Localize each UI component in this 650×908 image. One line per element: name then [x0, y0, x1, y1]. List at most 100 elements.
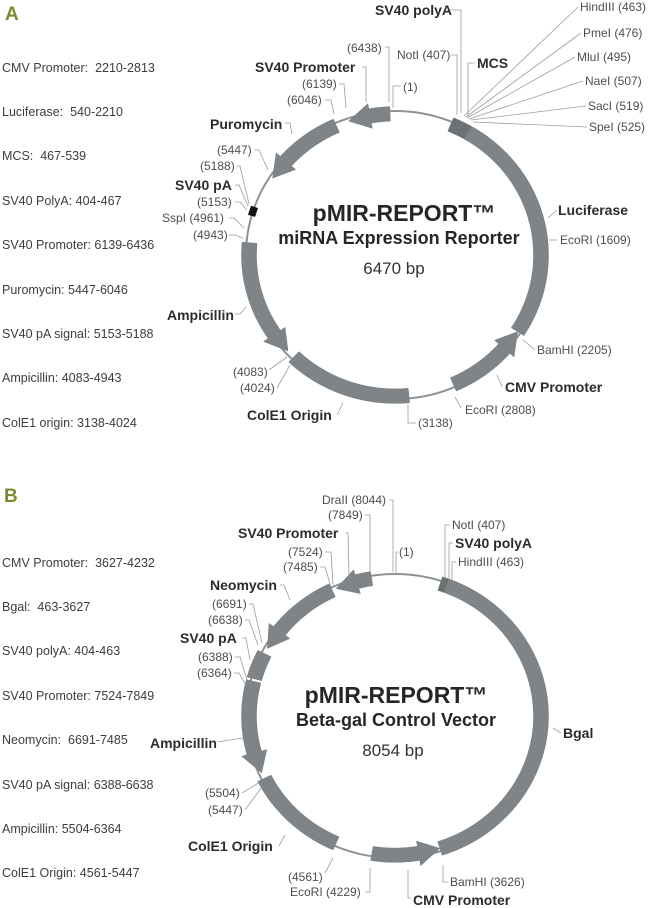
site-label-a-sspi: SspI (4961) — [162, 211, 225, 225]
panel-letter-a: A — [5, 4, 19, 25]
leader-lines-a — [229, 6, 588, 424]
feature-label-a-luciferase: Luciferase — [558, 202, 629, 218]
site-label-a-noti: NotI (407) — [397, 48, 451, 62]
feature-label-b-ampicillin: Ampicillin — [150, 735, 217, 751]
leader-b-6364 — [234, 672, 247, 686]
feature-label-a-puromycin: Puromycin — [210, 116, 283, 132]
feature-arc-sv40-promoter — [335, 569, 374, 594]
leader-a-naei — [468, 80, 584, 120]
site-label-b-5504: (5504) — [205, 786, 240, 800]
leader-a-noti — [451, 54, 458, 115]
legend-a-item: SV40 pA signal: 5153-5188 — [2, 326, 154, 341]
leader-a-sv40-polya — [447, 9, 462, 113]
leader-a-6046 — [325, 99, 335, 115]
leader-b-bgal — [552, 727, 562, 734]
legend-b-item: SV40 polyA: 404-463 — [2, 644, 121, 659]
leader-lines-b — [216, 499, 562, 899]
legend-a-item: CMV Promoter: 2210-2813 — [2, 60, 155, 75]
leader-b-sv40-promoter — [345, 532, 350, 579]
site-label-a-saci: SacI (519) — [588, 99, 644, 113]
site-label-a-mlui: MluI (495) — [577, 50, 632, 64]
legend-b-item: SV40 Promoter: 7524-7849 — [2, 688, 155, 703]
feature-label-b-sv40-promoter: SV40 Promoter — [238, 525, 339, 541]
site-label-b-noti: NotI (407) — [452, 518, 506, 532]
feature-arc-luciferase — [463, 126, 549, 336]
leader-a-ecori-2808 — [454, 396, 462, 409]
legend-a: CMV Promoter: 2210-2813 Luciferase: 540-… — [2, 31, 155, 445]
feature-arc-bgal — [437, 578, 549, 856]
map-b-size: 8054 bp — [362, 741, 424, 760]
leader-b-6638 — [245, 619, 259, 646]
site-label-b-ecori: EcoRI (4229) — [290, 885, 361, 899]
site-label-b-6364: (6364) — [197, 666, 232, 680]
feature-label-b-sv40-pa: SV40 pA — [180, 630, 237, 646]
leader-b-6388 — [235, 656, 248, 681]
site-label-b-draii: DraII (8044) — [322, 493, 387, 507]
site-label-b-4561: (4561) — [288, 870, 323, 884]
feature-label-b-bgal: Bgal — [563, 725, 594, 741]
legend-a-item: Puromycin: 5447-6046 — [2, 282, 128, 297]
legend-a-item: Luciferase: 540-2210 — [2, 104, 123, 119]
site-label-a-5188: (5188) — [200, 159, 235, 173]
site-label-b-5447: (5447) — [208, 803, 243, 817]
leader-a-4083 — [268, 356, 288, 371]
map-b-subtitle: Beta-gal Control Vector — [295, 710, 497, 730]
site-label-b-6691: (6691) — [212, 597, 247, 611]
leader-a-sv40-promoter — [362, 66, 367, 102]
site-label-b-bamhi: BamHI (3626) — [450, 875, 525, 889]
site-label-a-5447: (5447) — [217, 143, 252, 157]
leader-a-6139 — [339, 83, 347, 109]
leader-b-5504 — [241, 781, 261, 794]
feature-label-b-neomycin: Neomycin — [210, 577, 277, 593]
feature-label-a-cole1-origin: ColE1 Origin — [247, 407, 332, 423]
site-label-a-6438: (6438) — [347, 41, 382, 55]
feature-arc-ampicillin — [241, 241, 289, 352]
legend-b-item: Bgal: 463-3627 — [2, 599, 91, 614]
leader-a-5447 — [254, 149, 269, 171]
map-a-title: pMIR-REPORT™ — [312, 200, 496, 226]
leader-a-4024 — [276, 364, 291, 389]
site-label-a-4943: (4943) — [193, 228, 228, 242]
leader-a-5153 — [235, 201, 248, 211]
panel-letter-b: B — [4, 486, 18, 507]
feature-label-a-cmv-promoter: CMV Promoter — [505, 379, 603, 395]
legend-b: CMV Promoter: 3627-4232 Bgal: 463-3627 S… — [2, 526, 155, 896]
feature-arc-neomycin — [267, 583, 336, 649]
leader-b-cole1 — [278, 834, 286, 847]
legend-b-item: Neomycin: 6691-7485 — [2, 733, 128, 748]
leader-b-5447 — [244, 786, 263, 811]
leader-b-sv40-pa — [242, 637, 251, 661]
feature-arc-puromycin — [272, 118, 340, 179]
map-b-title: pMIR-REPORT™ — [304, 682, 488, 708]
leader-b-6691 — [249, 603, 263, 644]
plasmid-map-b — [241, 569, 549, 867]
leader-a-hindiii — [463, 6, 579, 117]
feature-arc-cmv-promoter — [370, 840, 441, 867]
legend-b-item: SV40 pA signal: 6388-6638 — [2, 777, 154, 792]
leader-a-mlui — [466, 56, 576, 119]
leader-a-1 — [392, 85, 401, 108]
site-label-a-ecori-1609: EcoRI (1609) — [560, 233, 631, 247]
legend-a-item: ColE1 origin: 3138-4024 — [2, 415, 137, 430]
leader-a-pmei — [465, 32, 582, 118]
leader-b-sv40-polya — [448, 542, 453, 579]
leader-b-draii — [389, 499, 394, 572]
feature-label-b-sv40-polya: SV40 polyA — [455, 535, 533, 551]
feature-arc-cole1-origin — [257, 774, 340, 851]
feature-arc-sv40-promoter — [348, 103, 391, 129]
feature-arc-cmv-promoter — [449, 331, 518, 392]
site-label-a-4083: (4083) — [233, 365, 268, 379]
leader-a-ampicillin — [235, 306, 247, 315]
leader-a-sspi — [229, 217, 245, 229]
leader-a-cmv-promoter — [496, 374, 503, 388]
plasmid-map-a — [241, 103, 549, 404]
site-label-a-ecori-2808: EcoRI (2808) — [465, 403, 536, 417]
site-label-a-spei: SpeI (525) — [589, 120, 646, 134]
leader-b-hindiii — [451, 561, 456, 580]
site-label-a-6046: (6046) — [287, 93, 322, 107]
leader-b-4561 — [324, 857, 334, 874]
site-label-a-4024: (4024) — [240, 381, 275, 395]
feature-label-a-sv40-pa: SV40 pA — [175, 177, 232, 193]
leader-b-7849 — [365, 514, 371, 572]
